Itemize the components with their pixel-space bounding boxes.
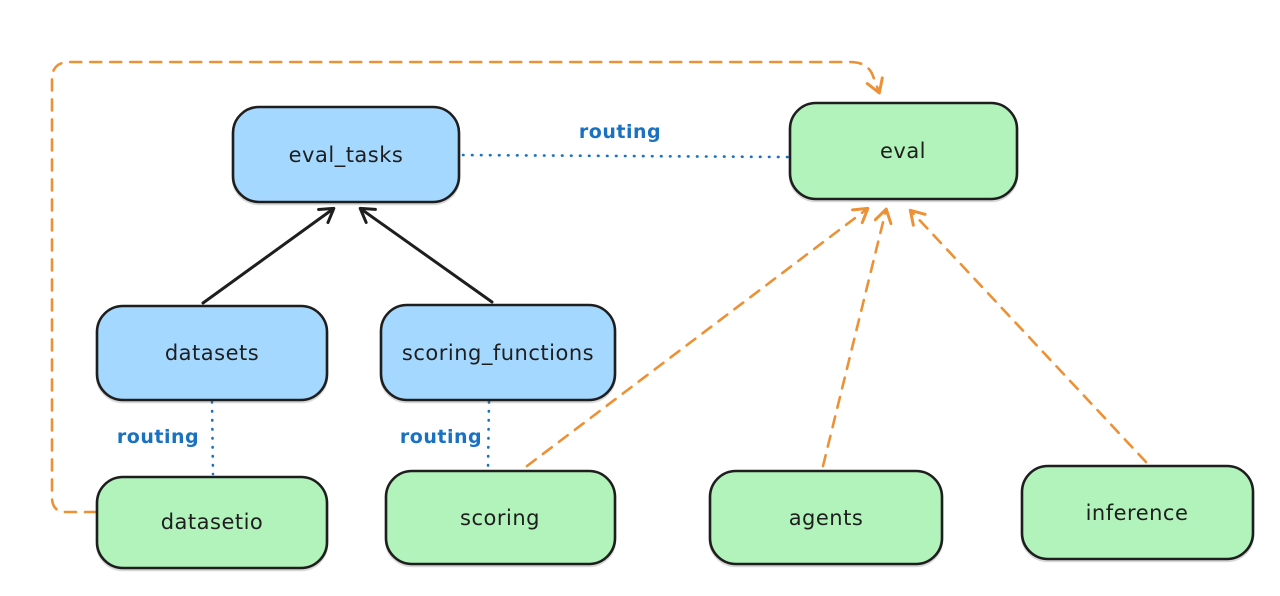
node-scoring-label: scoring [460,506,540,530]
node-datasets-label: datasets [165,341,259,365]
node-datasetio: datasetio [95,475,329,570]
node-scoring-functions: scoring_functions [379,303,617,402]
node-datasetio-box [95,475,329,570]
edge-eval-tasks-to-eval-routing [461,153,790,159]
node-eval: eval [788,101,1019,201]
edge-scoring-functions-to-scoring-routing [486,400,491,471]
routing-label-datasets-datasetio: routing [117,426,199,448]
edge-scoring-functions-to-eval-tasks [358,206,494,304]
routing-label-eval-tasks-eval: routing [579,121,661,143]
node-datasetio-label: datasetio [161,510,264,534]
node-scoring-functions-box [379,303,617,402]
node-scoring: scoring [384,469,617,566]
node-eval-tasks-box [231,105,461,204]
node-scoring-functions-label: scoring_functions [402,341,594,366]
edge-inference-to-eval [908,208,1148,464]
edge-agents-to-eval [821,207,893,468]
node-scoring-box [384,469,617,566]
edge-scoring-to-eval [525,206,870,468]
edge-datasets-to-eval-tasks [201,206,336,305]
node-inference: inference [1020,464,1255,561]
node-eval-tasks: eval_tasks [231,105,461,204]
node-eval-label: eval [880,139,926,163]
routing-label-scoring-functions-scoring: routing [400,426,482,448]
node-agents-label: agents [789,506,864,530]
node-datasets-box [95,304,329,402]
edge-datasetio-to-eval [50,60,884,514]
node-datasets: datasets [95,304,329,402]
node-agents-box [708,469,944,566]
node-inference-label: inference [1086,501,1189,525]
edge-datasets-to-datasetio-routing [210,400,215,476]
node-agents: agents [708,469,944,566]
node-eval-tasks-label: eval_tasks [289,143,404,168]
node-inference-box [1020,464,1255,561]
node-eval-box [788,101,1019,201]
